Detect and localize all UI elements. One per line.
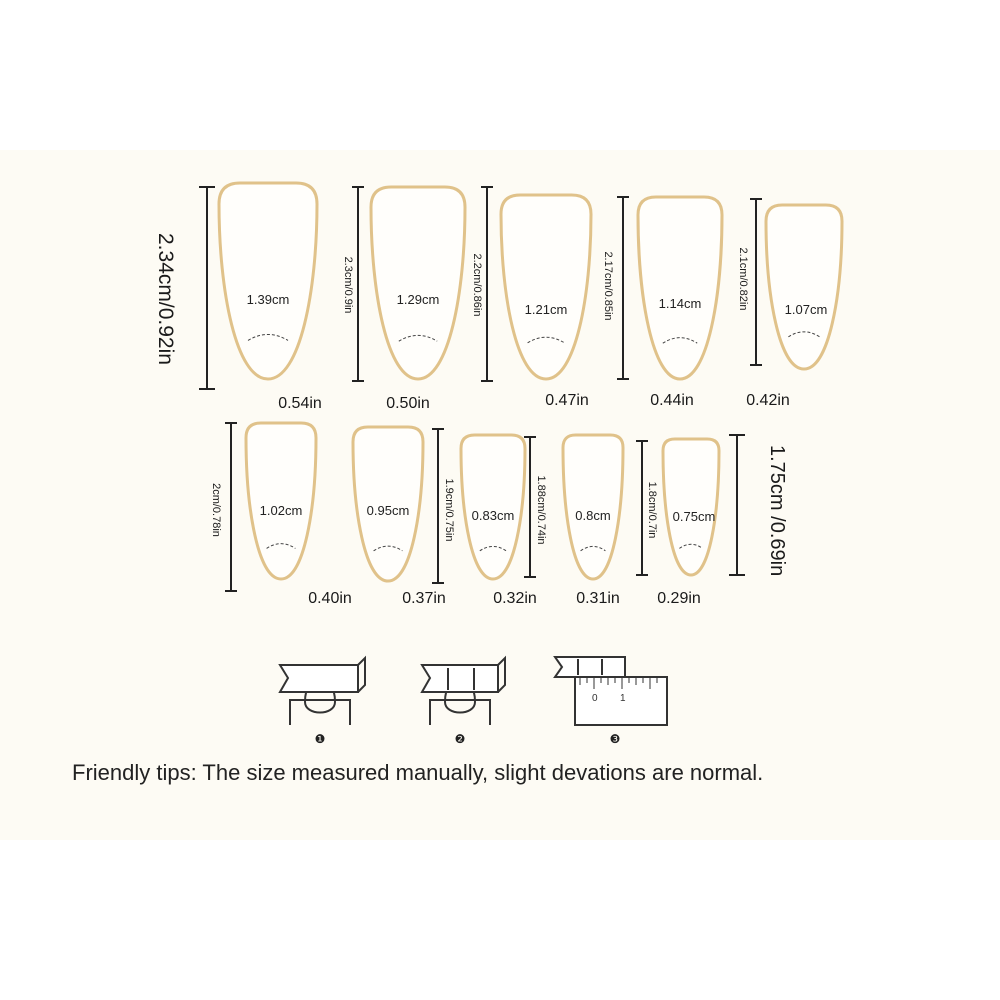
nail-9-length-label: 1.8cm/0.7in (646, 481, 658, 539)
nail-10-width-in: 0.29in (657, 590, 701, 607)
ruler-label-0: 0 (592, 693, 598, 704)
nail-8-width-in: 0.32in (493, 590, 537, 607)
nail-9 (561, 433, 625, 581)
nail-8-length-label: 1.88cm/0.74in (535, 475, 547, 545)
nail-tape-wrap-icon (278, 655, 366, 725)
nail-5-width-in: 0.42in (746, 392, 790, 409)
step-3-illustration: 0 1 (550, 645, 670, 730)
nail-6-width-cm: 1.02cm (259, 503, 303, 518)
height-dimension-line-row1 (199, 186, 215, 390)
nail-6-width-in: 0.40in (308, 590, 352, 607)
friendly-tips-text: Friendly tips: The size measured manuall… (72, 760, 764, 785)
step-2-illustration (410, 640, 510, 730)
step-1-number: ❶ (314, 732, 326, 746)
length-dimension-line-nail-5 (750, 198, 762, 366)
nail-outline-shape (459, 433, 527, 581)
nail-8 (459, 433, 527, 581)
ruler-label-1: 1 (620, 693, 626, 704)
step-1-illustration (270, 640, 370, 730)
nail-5-width-cm: 1.07cm (784, 302, 828, 317)
nail-4-width-in: 0.44in (650, 392, 694, 409)
nail-outline-shape (244, 421, 318, 581)
length-dimension-line-nail-9 (636, 440, 648, 576)
nail-outline-shape (499, 193, 593, 381)
tape-ruler-icon: 0 1 (553, 656, 668, 726)
nail-outline-shape (764, 203, 844, 371)
nail-7-width-cm: 0.95cm (366, 503, 410, 518)
nail-10-width-cm: 0.75cm (672, 509, 716, 524)
nail-9-width-in: 0.31in (576, 590, 620, 607)
step-3-number: ❸ (609, 732, 621, 746)
nail-4 (636, 195, 724, 381)
height-dimension-line-row2 (729, 434, 745, 576)
nail-outline-shape (636, 195, 724, 381)
nail-4-width-cm: 1.14cm (658, 296, 702, 311)
nail-5 (764, 203, 844, 371)
nail-2-length-label: 2.3cm/0.9in (342, 256, 354, 314)
length-dimension-line-nail-3 (481, 186, 493, 382)
length-dimension-line-nail-7 (432, 428, 444, 584)
nail-4-length-label: 2.17cm/0.85in (602, 251, 614, 321)
nail-outline-shape (217, 181, 319, 381)
length-dimension-line-nail-6 (225, 422, 237, 592)
nail-1-width-in: 0.54in (278, 395, 322, 412)
nail-7-length-label: 1.9cm/0.75in (443, 478, 455, 542)
nail-3-width-cm: 1.21cm (524, 302, 568, 317)
nail-7-width-in: 0.37in (402, 590, 446, 607)
nail-3-length-label: 2.2cm/0.86in (471, 253, 483, 317)
nail-2-width-cm: 1.29cm (396, 292, 440, 307)
nail-3 (499, 193, 593, 381)
nail-outline-shape (369, 185, 467, 381)
nail-outline-shape (351, 425, 425, 583)
nail-6-length-label: 2cm/0.78in (210, 483, 222, 537)
height-label-row1: 2.34cm/0.92in (154, 233, 177, 365)
nail-6 (244, 421, 318, 581)
nail-tape-mark-icon (420, 655, 506, 725)
nail-9-width-cm: 0.8cm (575, 508, 611, 523)
length-dimension-line-nail-2 (352, 186, 364, 382)
nail-8-width-cm: 0.83cm (471, 508, 515, 523)
nail-2-width-in: 0.50in (386, 395, 430, 412)
nail-1 (217, 181, 319, 381)
nail-3-width-in: 0.47in (545, 392, 589, 409)
nail-7 (351, 425, 425, 583)
nail-5-length-label: 2.1cm/0.82in (737, 247, 749, 311)
nail-outline-shape (561, 433, 625, 581)
nail-outline-shape (661, 437, 721, 577)
length-dimension-line-nail-8 (524, 436, 536, 578)
step-2-number: ❷ (454, 732, 466, 746)
length-dimension-line-nail-4 (617, 196, 629, 380)
nail-1-width-cm: 1.39cm (246, 292, 290, 307)
height-label-row2: 1.75cm /0.69in (766, 445, 788, 577)
nail-2 (369, 185, 467, 381)
nail-10 (661, 437, 721, 577)
